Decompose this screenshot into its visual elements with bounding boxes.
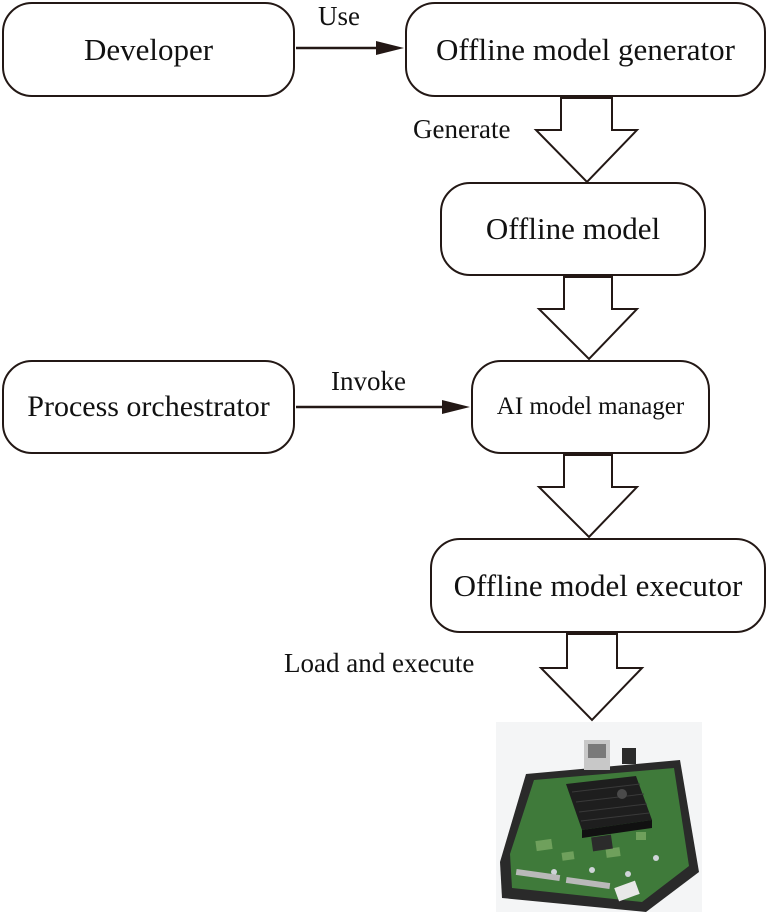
ai-model-manager-label: AI model manager [496, 393, 685, 420]
hardware-board-image [496, 722, 702, 912]
invoke-label: Invoke [331, 366, 406, 396]
process-orchestrator-label: Process orchestrator [27, 390, 270, 423]
load-and-execute-label: Load and execute [284, 648, 475, 678]
offline-model-label: Offline model [485, 211, 661, 246]
offline-model-executor-label: Offline model executor [453, 567, 743, 603]
offline-model-generator-node: Offline model generator [405, 2, 766, 97]
ai-model-manager-node: AI model manager [471, 360, 710, 454]
offline-model-executor-node: Offline model executor [430, 538, 766, 633]
use-label: Use [318, 1, 360, 31]
developer-label: Developer [83, 31, 214, 67]
manager-to-executor-block-arrow [536, 454, 640, 539]
generate-block-arrow [533, 97, 640, 184]
offline-model-generator-label: Offline model generator [436, 31, 735, 67]
model-to-manager-block-arrow [536, 276, 640, 361]
developer-node: Developer [2, 2, 295, 97]
load-execute-block-arrow [538, 633, 645, 722]
use-arrow [296, 41, 404, 55]
offline-model-node: Offline model [440, 182, 706, 276]
generate-label: Generate [413, 114, 511, 144]
process-orchestrator-node: Process orchestrator [2, 360, 295, 454]
invoke-arrow [296, 400, 470, 414]
